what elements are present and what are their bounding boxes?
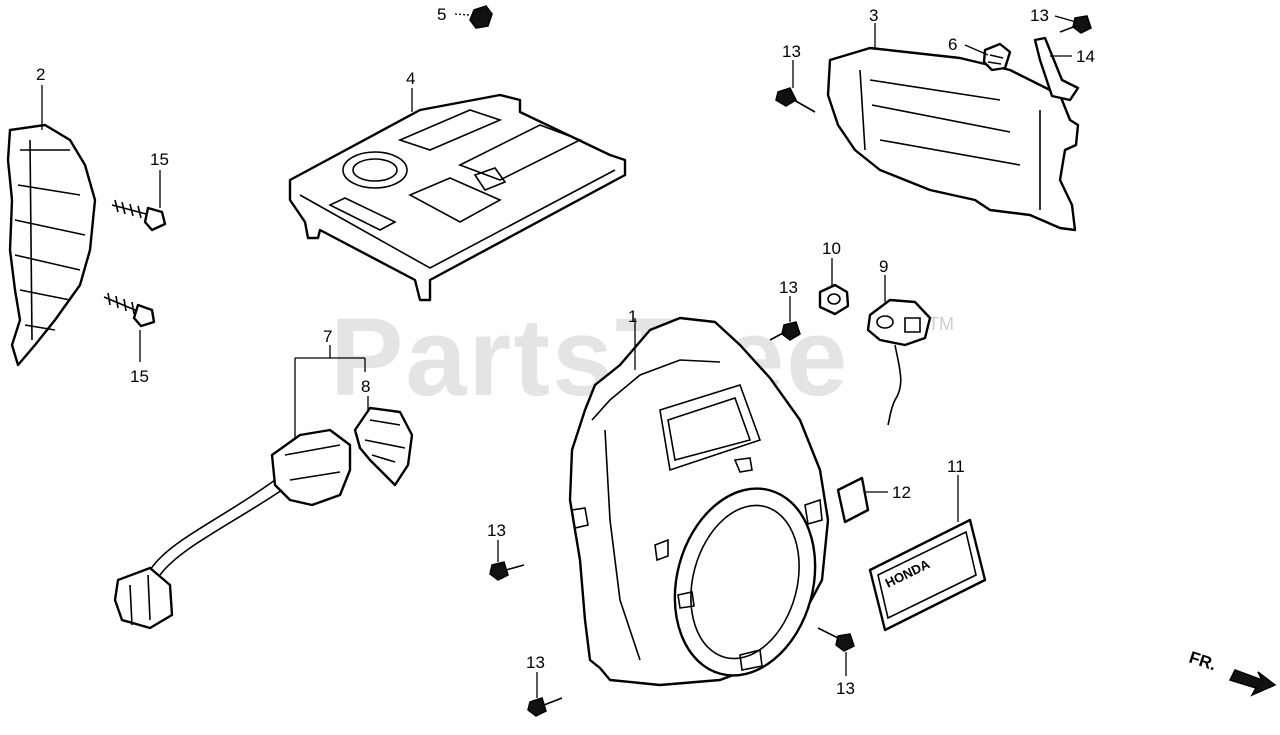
leader-5 xyxy=(454,13,471,16)
callout-13-top-right: 13 xyxy=(1030,6,1049,25)
part-6-clip[interactable] xyxy=(982,42,1012,72)
part-1-fan-cover[interactable] xyxy=(568,316,835,691)
part-14-bracket[interactable] xyxy=(1033,36,1080,102)
callout-4: 4 xyxy=(406,69,415,88)
callout-6: 6 xyxy=(948,35,957,54)
callout-13-center: 13 xyxy=(779,278,798,297)
callout-15-lower: 15 xyxy=(130,367,149,386)
front-arrow-icon xyxy=(1228,669,1277,697)
callout-2: 2 xyxy=(36,65,45,84)
part-15-bolt-lower[interactable] xyxy=(103,292,156,328)
part-10-nut[interactable] xyxy=(818,283,850,316)
direction-label: FR. xyxy=(1187,648,1219,675)
part-13-bolt-bottom-right[interactable] xyxy=(817,627,855,652)
part-15-bolt-upper[interactable] xyxy=(111,199,167,232)
part-3-upper-shroud[interactable] xyxy=(826,46,1080,232)
callout-11: 11 xyxy=(947,457,965,476)
part-13-bolt-top-right[interactable] xyxy=(1059,15,1092,34)
part-5-nut[interactable] xyxy=(469,5,493,29)
part-2-side-shroud[interactable] xyxy=(6,123,97,367)
callout-3: 3 xyxy=(869,6,878,25)
part-13-bolt-shroud[interactable] xyxy=(775,87,816,113)
callout-9: 9 xyxy=(879,257,888,276)
callouts: 1 2 3 4 5 6 7 8 9 10 11 12 13 13 13 13 1… xyxy=(36,5,1095,698)
callout-12: 12 xyxy=(892,483,911,502)
callout-13-bottom-right: 13 xyxy=(836,679,855,698)
callout-13-shroud: 13 xyxy=(782,42,801,61)
callout-8: 8 xyxy=(361,377,370,396)
callout-7: 7 xyxy=(323,327,332,346)
part-8-coil-bracket[interactable] xyxy=(353,406,414,487)
part-4-top-cover-plate[interactable] xyxy=(288,93,627,302)
part-13-bolt-bottom[interactable] xyxy=(527,697,563,717)
watermark-tm: TM xyxy=(928,314,954,334)
callout-15-upper: 15 xyxy=(150,150,169,169)
part-9-stop-switch[interactable] xyxy=(866,298,932,426)
part-13-bolt-center[interactable] xyxy=(769,321,801,341)
front-direction-indicator: FR. xyxy=(1187,648,1277,697)
part-13-bolt-left[interactable] xyxy=(489,561,525,581)
callout-13-left: 13 xyxy=(487,521,506,540)
callout-14: 14 xyxy=(1076,47,1095,66)
callout-10: 10 xyxy=(822,239,841,258)
part-12-label[interactable] xyxy=(836,476,870,524)
callout-5: 5 xyxy=(437,5,446,24)
callout-1: 1 xyxy=(628,307,637,326)
part-11-decal[interactable]: HONDA xyxy=(868,518,987,632)
leader-lines xyxy=(41,15,1077,698)
callout-13-bottom: 13 xyxy=(526,653,545,672)
part-7-ignition-coil[interactable] xyxy=(113,428,352,630)
